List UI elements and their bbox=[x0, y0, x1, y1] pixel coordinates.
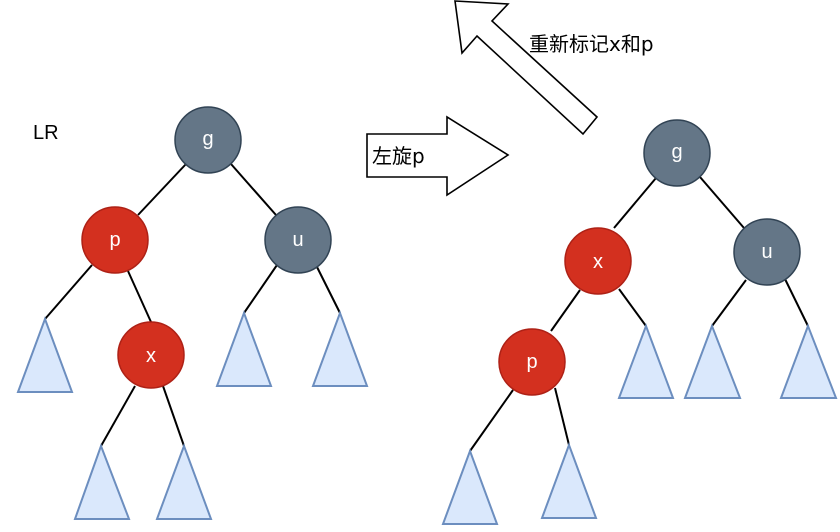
node-label: p bbox=[526, 351, 537, 373]
subtree-triangle bbox=[311, 310, 369, 387]
node-label: g bbox=[671, 141, 682, 163]
node-p: p bbox=[498, 328, 566, 396]
node-label: g bbox=[202, 128, 213, 150]
up-left-arrow-icon bbox=[454, 0, 599, 136]
edge-p-subtree-left bbox=[469, 389, 514, 452]
edge-x-subtree bbox=[618, 288, 647, 327]
edge-g-x bbox=[613, 177, 657, 229]
node-u: u bbox=[733, 218, 801, 286]
edge-x-subtree-right bbox=[162, 385, 185, 447]
node-u: u bbox=[264, 206, 332, 274]
edge-g-p bbox=[137, 163, 187, 216]
edge-p-subtree-right bbox=[554, 387, 570, 446]
edge-u-subtree-left bbox=[711, 279, 747, 327]
node-label: x bbox=[593, 251, 603, 273]
subtree-triangle bbox=[73, 443, 131, 520]
edge-x-p bbox=[550, 289, 581, 332]
subtree-triangle bbox=[441, 448, 499, 525]
node-label: p bbox=[109, 229, 120, 251]
edge-u-subtree-right bbox=[315, 264, 341, 314]
edge-u-subtree-right bbox=[784, 278, 809, 327]
tree-before: g p u x bbox=[16, 106, 369, 520]
node-label: u bbox=[292, 229, 303, 251]
node-g: g bbox=[174, 106, 242, 174]
subtree-triangle bbox=[540, 442, 598, 519]
subtree-triangle bbox=[617, 323, 675, 399]
subtree-triangle bbox=[779, 323, 838, 399]
node-p: p bbox=[81, 206, 149, 274]
edge-u-subtree-left bbox=[243, 264, 278, 314]
case-label: LR bbox=[33, 122, 59, 144]
recolor-arrow: 重新标记x和p bbox=[454, 0, 654, 136]
subtree-triangle bbox=[155, 443, 213, 520]
edge-g-u bbox=[230, 163, 277, 216]
right-arrow-icon bbox=[366, 115, 510, 197]
edge-g-u bbox=[699, 176, 745, 229]
node-label: x bbox=[146, 345, 156, 367]
edge-p-x bbox=[127, 270, 152, 323]
subtree-triangle bbox=[683, 323, 742, 399]
edge-x-subtree-left bbox=[100, 385, 136, 447]
recolor-label: 重新标记x和p bbox=[529, 32, 654, 56]
rotate-left-arrow: 左旋p bbox=[366, 115, 510, 197]
tree-after: g x u p bbox=[441, 119, 838, 525]
edge-p-subtree bbox=[44, 264, 93, 320]
node-x: x bbox=[564, 227, 632, 295]
node-g: g bbox=[643, 119, 711, 187]
rotate-left-label: 左旋p bbox=[372, 144, 425, 168]
subtree-triangle bbox=[215, 310, 273, 387]
subtree-triangle bbox=[16, 316, 74, 393]
node-label: u bbox=[761, 241, 772, 263]
node-x: x bbox=[117, 321, 185, 389]
